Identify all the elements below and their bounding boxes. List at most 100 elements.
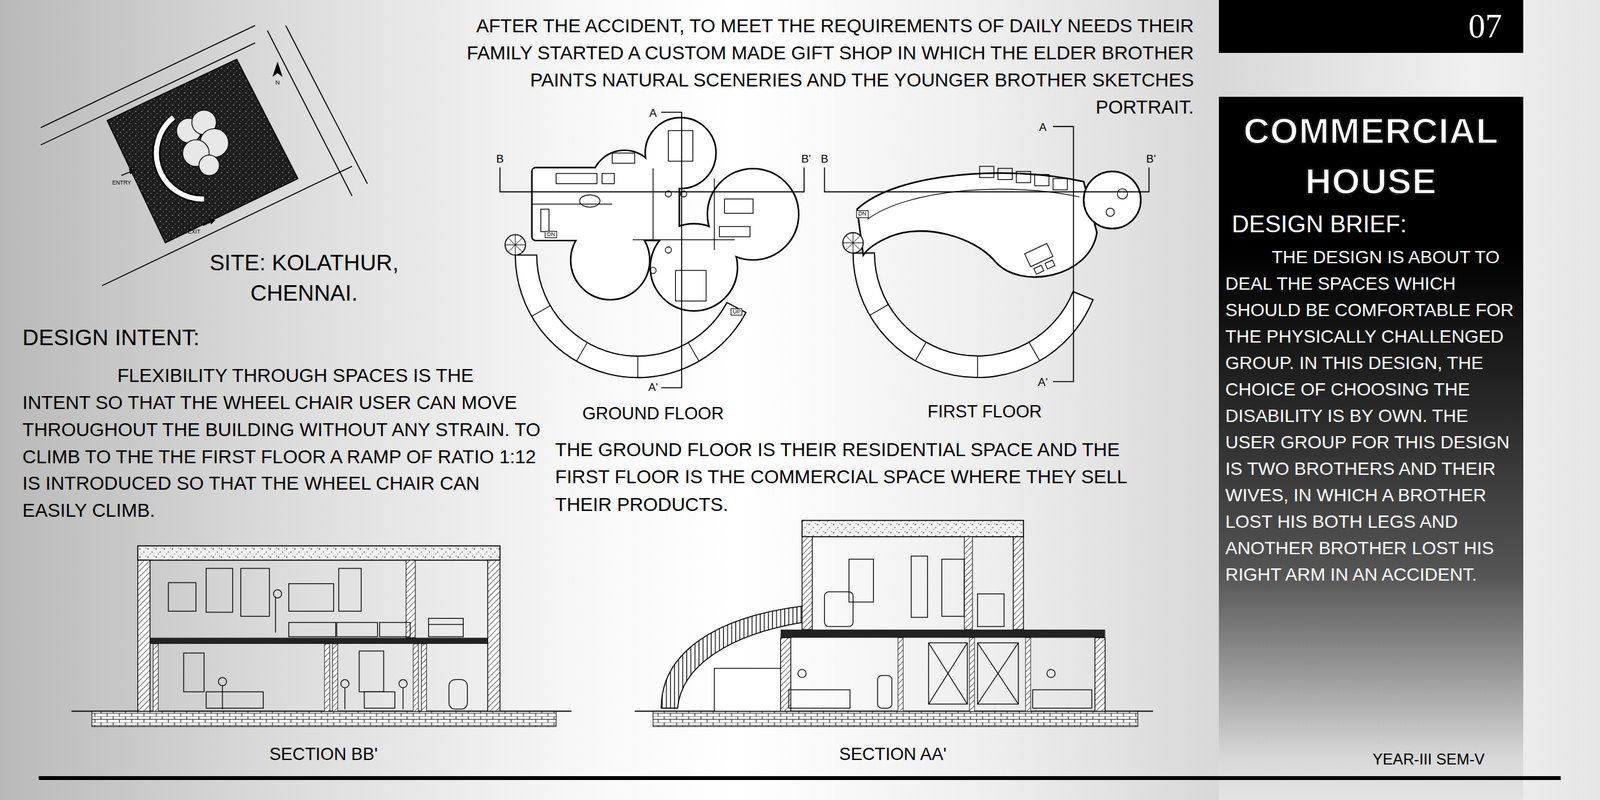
section-bb-part	[406, 559, 416, 638]
page-number: 07	[1468, 9, 1502, 44]
section-bb-part-part	[206, 691, 264, 708]
ground-floor-plan-part-part	[650, 266, 656, 273]
section-bb-part-part	[152, 643, 159, 711]
section-bb-part-part	[206, 568, 233, 613]
stair-label: DN	[544, 230, 558, 239]
ground-floor-plan-part	[661, 112, 682, 388]
first-floor-plan-part	[1083, 171, 1141, 229]
section-bb-part-part	[221, 685, 223, 709]
brief-panel: COMMERCIAL HOUSEDESIGN BRIEF:THE DESIGN …	[1218, 96, 1524, 800]
section-bb-part-part	[402, 687, 404, 709]
ground-floor-plan-part-part	[668, 130, 693, 161]
section-mark: B'	[1145, 152, 1156, 166]
site-plan-part	[285, 25, 368, 184]
section-bb-part-part	[340, 679, 349, 688]
section-aa-part-part	[877, 675, 892, 709]
section-heading: DESIGN INTENT:	[22, 323, 200, 351]
section-bb-part-part	[273, 589, 282, 598]
section-mark: B	[820, 152, 829, 166]
ground-floor-plan-part-part	[602, 173, 615, 184]
section-bb-part-part	[359, 650, 384, 692]
section-aa-part	[714, 668, 782, 711]
section-aa-part-part	[897, 637, 903, 712]
first-floor-plan-part-part-part	[1033, 265, 1044, 275]
section-bb-part	[168, 568, 468, 709]
section-aa-part-part	[969, 637, 975, 712]
section-aa-part-part	[848, 559, 874, 602]
section-aa-part-part	[788, 689, 850, 708]
ground-floor-plan-part	[499, 167, 805, 192]
ground-floor-plan-part-part	[665, 246, 672, 253]
section-aa-part	[964, 536, 973, 630]
first-floor-plan-part-part-part	[1024, 243, 1054, 267]
section-title: SECTION AA'	[839, 743, 947, 765]
site-plan	[40, 25, 367, 286]
section-bb-part-part	[338, 568, 362, 611]
first-floor-plan-part-part-part	[1044, 259, 1055, 269]
section-bb-part	[91, 710, 556, 727]
first-floor-plan-part-part	[1117, 188, 1128, 200]
ground-floor-plan-part	[532, 305, 700, 378]
section-aa-part	[653, 710, 1139, 727]
first-floor-plan-part	[842, 232, 864, 254]
section-aa-part-part	[928, 642, 968, 704]
site-plan-part	[273, 63, 282, 76]
first-floor-plan-part-part	[1016, 171, 1031, 183]
first-floor-plan-part-part	[997, 168, 1012, 180]
first-floor-plan-part-part	[1024, 243, 1057, 275]
story-text: AFTER THE ACCIDENT, TO MEET THE REQUIREM…	[443, 12, 1194, 121]
section-bb-part-part	[183, 652, 205, 692]
site-plan-part	[210, 219, 215, 224]
section-mark: A	[1038, 120, 1047, 135]
section-aa-part	[897, 637, 1031, 712]
section-bb-part-part	[421, 643, 427, 711]
panel-title: COMMERCIAL HOUSE	[1225, 105, 1517, 207]
site-plan-part	[129, 169, 134, 174]
section-aa-part	[802, 520, 1024, 537]
section-bb-part	[150, 637, 489, 644]
bottom-rule	[38, 775, 1561, 780]
section-aa-part-part	[1046, 669, 1056, 678]
section-bb-part	[487, 559, 500, 711]
section-bb-part	[138, 559, 151, 711]
section-bb-part-part	[218, 677, 228, 686]
section-mark: B'	[801, 152, 812, 166]
section-mark: A	[649, 106, 658, 120]
north-mark: N	[275, 78, 280, 86]
section-bb-part-part	[240, 568, 269, 616]
section-bb-part-part	[428, 617, 464, 636]
section-aa-part-part	[797, 669, 807, 678]
section-bb-part-part	[399, 679, 408, 688]
stair-label: UP	[730, 308, 743, 317]
section-aa-part	[1013, 536, 1024, 630]
first-floor-plan-part-part	[1034, 174, 1049, 186]
section-bb-part-part	[336, 622, 378, 637]
section-aa	[634, 520, 1154, 727]
section-bb-part-part	[288, 622, 336, 637]
site-label: SITE: KOLATHUR, CHENNAI.	[181, 246, 427, 309]
section-bb-part	[138, 545, 501, 560]
first-floor-plan-part	[869, 304, 1041, 378]
section-aa-part-part	[977, 642, 1019, 704]
intent-body: FLEXIBILITY THROUGH SPACES IS THE INTENT…	[22, 362, 544, 525]
first-floor-plan-part	[824, 167, 1149, 192]
section-bb	[71, 545, 572, 727]
brief-body: THE DESIGN IS ABOUT TO DEAL THE SPACES W…	[1225, 243, 1517, 588]
section-mark: B	[496, 152, 505, 166]
entry-label: ENTRY	[112, 179, 131, 186]
section-aa-part-part	[911, 555, 928, 618]
section-bb-part-part	[288, 583, 335, 612]
first-floor-plan-part-part	[979, 166, 994, 178]
site-plan-part	[176, 110, 229, 176]
section-bb-part-part	[428, 623, 464, 625]
first-floor-plan-part-part	[1053, 178, 1068, 190]
first-floor-plan-part	[842, 232, 864, 254]
ground-floor-plan	[499, 112, 805, 388]
page-number-bar: 07	[1218, 0, 1524, 53]
section-aa-part-part	[928, 642, 968, 704]
section-mark: A'	[1038, 375, 1048, 389]
section-bb-part-part	[379, 622, 411, 637]
floor-note: THE GROUND FLOOR IS THEIR RESIDENTIAL SP…	[555, 435, 1148, 519]
first-floor-plan-part-part	[1106, 208, 1115, 217]
ground-floor-plan-part	[532, 118, 798, 310]
